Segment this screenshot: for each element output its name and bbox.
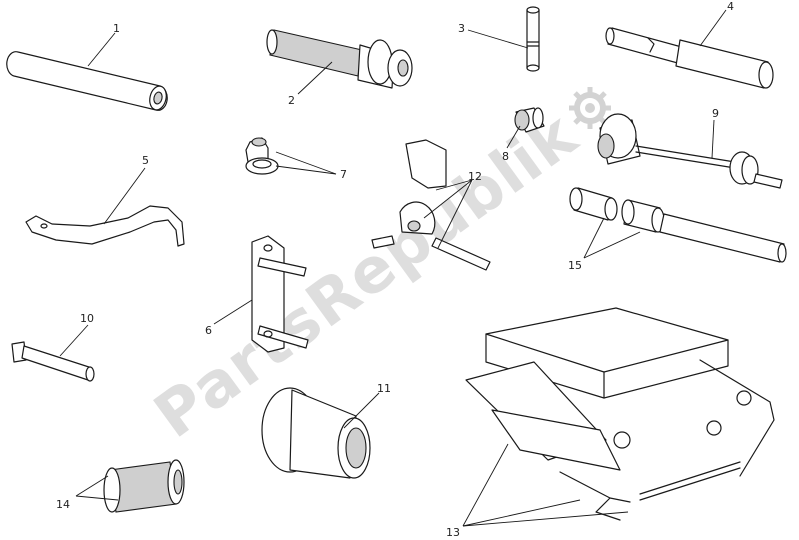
part-7-adaptor	[245, 137, 279, 175]
part-6-plate	[251, 235, 309, 353]
part-5-spanner	[25, 205, 185, 247]
leader-lines	[59, 9, 727, 527]
part-12-bracket-set	[371, 139, 491, 271]
part-14-collets	[103, 459, 185, 513]
callout-13: 13	[446, 526, 460, 539]
part-11-threaded-drift	[261, 387, 371, 479]
part-2-drift	[266, 29, 413, 89]
part-3-pin	[526, 6, 540, 72]
part-1-tube	[6, 51, 168, 111]
callout-labels: 1 2 3 4 5 6 7 8 9 10 11 12 13 14 15	[56, 0, 734, 539]
callout-11: 11	[377, 382, 391, 395]
callout-2: 2	[288, 94, 295, 107]
gear-icon	[569, 87, 611, 129]
callout-15: 15	[568, 259, 582, 272]
callout-4: 4	[727, 0, 734, 13]
callout-14: 14	[56, 498, 70, 511]
callout-10: 10	[80, 312, 94, 325]
callout-6: 6	[205, 324, 212, 337]
callout-7: 7	[340, 168, 347, 181]
part-8-collar	[514, 107, 545, 133]
callout-1: 1	[113, 22, 120, 35]
callout-9: 9	[712, 107, 719, 120]
callout-3: 3	[458, 22, 465, 35]
part-10-pin	[11, 341, 95, 382]
callout-8: 8	[502, 150, 509, 163]
part-15-bushings	[569, 187, 787, 263]
part-9-slide-hammer	[597, 113, 783, 189]
callout-12: 12	[468, 170, 482, 183]
part-4-puller	[605, 27, 774, 89]
part-13-stand	[465, 307, 775, 521]
callout-5: 5	[142, 154, 149, 167]
